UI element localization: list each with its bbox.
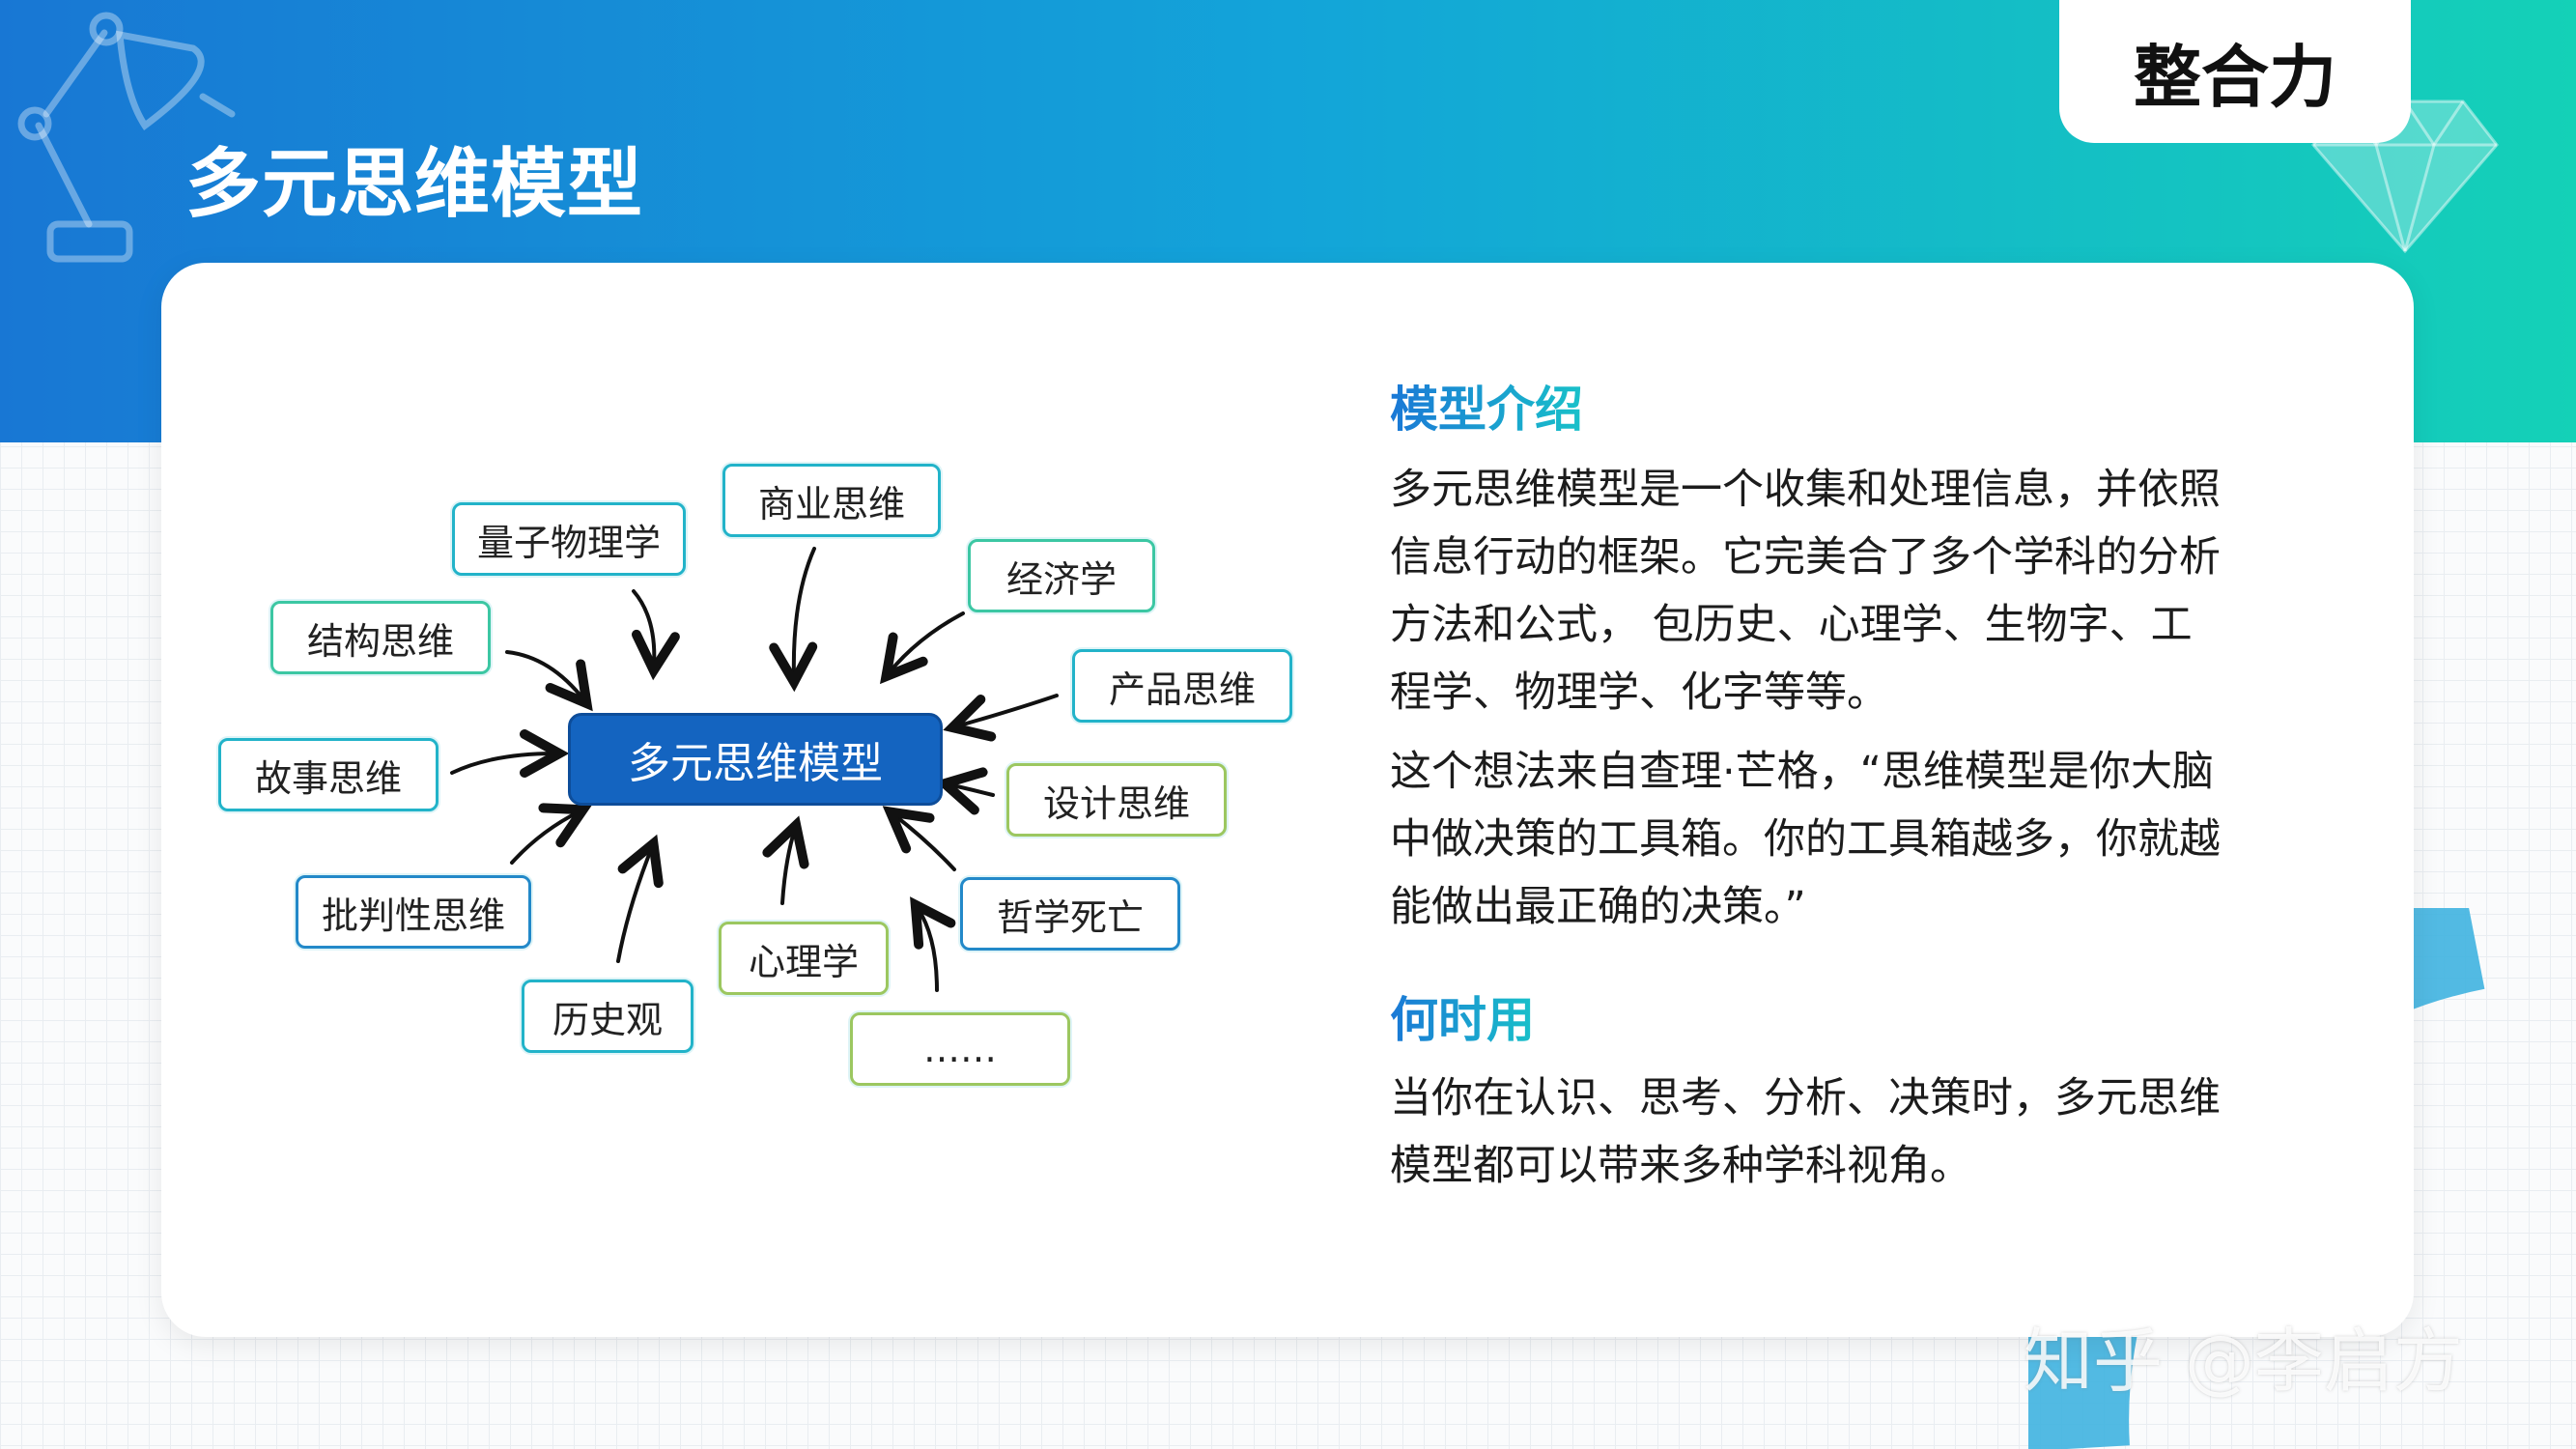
page-title: 多元思维模型 <box>185 141 644 228</box>
node-business-thinking: 商业思维 <box>722 464 941 537</box>
node-design-thinking: 设计思维 <box>1006 763 1227 837</box>
node-philosophy-of-death: 哲学死亡 <box>960 877 1180 951</box>
node-more: …… <box>850 1012 1070 1086</box>
quote-line: 能做出最正确的决策。” <box>1390 883 1806 931</box>
node-economics: 经济学 <box>968 539 1155 612</box>
node-story-thinking: 故事思维 <box>218 738 439 811</box>
content-card <box>161 263 2414 1337</box>
watermark: 知乎 @李启方 <box>2024 1321 2463 1402</box>
node-quantum-physics: 量子物理学 <box>452 502 686 576</box>
quote-line: 这个想法来自查理·芒格，“思维模型是你大脑 <box>1390 748 2214 796</box>
when-paragraph: 当你在认识、思考、分析、决策时，多元思维 模型都可以带来多种学科视角。 <box>1390 1065 2269 1200</box>
quote-line: 中做决策的工具箱。你的工具箱越多，你就越 <box>1390 815 2221 864</box>
quote-paragraph: 这个想法来自查理·芒格，“思维模型是你大脑 中做决策的工具箱。你的工具箱越多，你… <box>1390 738 2269 941</box>
center-node: 多元思维模型 <box>568 713 943 806</box>
when-line: 模型都可以带来多种学科视角。 <box>1390 1142 1971 1190</box>
intro-line: 程学、物理学、化字等等。 <box>1390 668 1888 717</box>
node-structural-thinking: 结构思维 <box>270 601 491 674</box>
intro-line: 方法和公式， 包历史、心理学、生物字、工 <box>1390 601 2193 649</box>
node-critical-thinking: 批判性思维 <box>296 875 531 949</box>
category-tag: 整合力 <box>2059 0 2411 143</box>
when-line: 当你在认识、思考、分析、决策时，多元思维 <box>1390 1074 2221 1122</box>
intro-paragraph: 多元思维模型是一个收集和处理信息，并依照 信息行动的框架。它完美合了多个学科的分… <box>1390 456 2269 726</box>
intro-line: 多元思维模型是一个收集和处理信息，并依照 <box>1390 466 2221 514</box>
node-history-view: 历史观 <box>522 980 694 1053</box>
mind-map-arrows <box>450 547 1059 992</box>
when-heading: 何时用 <box>1390 981 1535 1051</box>
desk-lamp-icon <box>17 12 236 263</box>
node-product-thinking: 产品思维 <box>1072 649 1292 723</box>
intro-line: 信息行动的框架。它完美合了多个学科的分析 <box>1390 533 2221 582</box>
node-psychology: 心理学 <box>719 922 889 995</box>
intro-heading: 模型介绍 <box>1390 371 1583 440</box>
